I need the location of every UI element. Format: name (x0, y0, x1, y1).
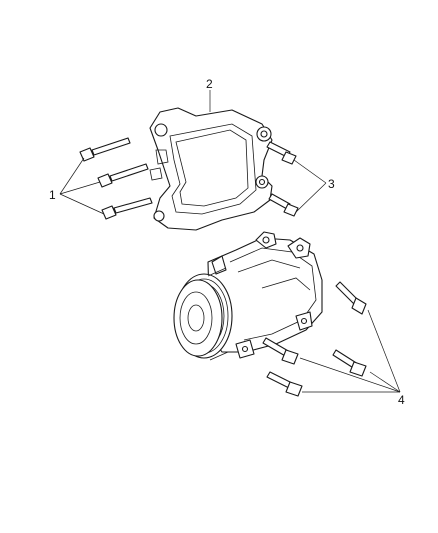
compressor-bracket (149, 107, 273, 231)
callout-4: 4 (398, 393, 405, 407)
bolt-1b (97, 163, 149, 188)
callout-1: 1 (49, 188, 56, 202)
bolt-1a (79, 137, 131, 162)
bolt-1c (101, 197, 153, 220)
bolt-4c (332, 349, 367, 377)
bolt-4d (266, 371, 303, 397)
bolt-3a (266, 141, 297, 165)
bolt-4a (335, 281, 367, 315)
bolt-4b (262, 337, 299, 365)
callout-2: 2 (206, 77, 213, 91)
callout-3: 3 (328, 177, 335, 191)
leader-lines (59, 90, 401, 393)
ac-compressor (173, 231, 323, 361)
bolt-3b (268, 193, 299, 217)
